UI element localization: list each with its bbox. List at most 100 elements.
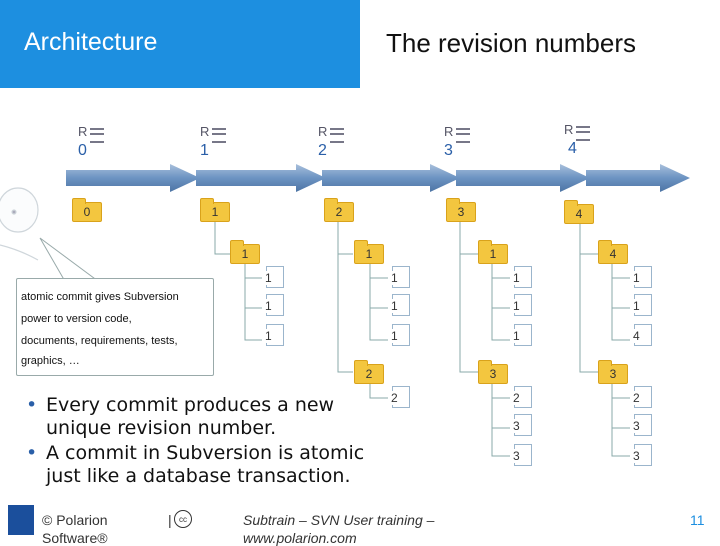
mascot-illustration bbox=[0, 187, 39, 261]
revision-marker-label: R bbox=[318, 124, 328, 139]
file-label: 3 bbox=[632, 449, 641, 463]
root-folder-2: 2 bbox=[324, 198, 354, 222]
arrow-segment-5 bbox=[586, 164, 690, 192]
copyright-text-line2: Software® bbox=[42, 530, 108, 546]
folder-label: 4 bbox=[575, 207, 583, 221]
root-folder-3: 3 bbox=[446, 198, 476, 222]
copyright-text: © Polarion bbox=[42, 512, 108, 528]
header-title-panel: Architecture bbox=[0, 0, 360, 88]
file-icon: 1 bbox=[632, 294, 652, 316]
file-label: 1 bbox=[512, 329, 521, 343]
file-icon: 1 bbox=[512, 324, 532, 346]
arrow-segment-4 bbox=[456, 164, 590, 192]
file-icon: 4 bbox=[632, 324, 652, 346]
file-icon: 1 bbox=[632, 266, 652, 288]
revision-marker-label: R bbox=[200, 124, 210, 139]
callout-line: power to version code, bbox=[21, 313, 132, 325]
lower-folder: 3 bbox=[598, 360, 628, 384]
revision-marker-2: R 2 bbox=[310, 118, 348, 164]
revision-marker-label: R bbox=[444, 124, 454, 139]
polarion-logo bbox=[8, 505, 34, 535]
revision-marker-label: R bbox=[564, 122, 574, 137]
file-label: 1 bbox=[632, 299, 641, 313]
bullet-list: Every commit produces a new unique revis… bbox=[22, 394, 402, 490]
file-icon: 3 bbox=[632, 444, 652, 466]
sub-folder: 4 bbox=[598, 240, 628, 264]
arrow-segment-1 bbox=[66, 164, 200, 192]
bullet-item: Every commit produces a new unique revis… bbox=[22, 394, 402, 440]
footer-separator: | bbox=[168, 512, 172, 528]
revision-marker-1: R 1 bbox=[192, 118, 230, 164]
file-label: 1 bbox=[390, 299, 399, 313]
lower-folder: 3 bbox=[478, 360, 508, 384]
folder-label: 1 bbox=[211, 205, 219, 219]
file-label: 1 bbox=[512, 271, 521, 285]
footer-subtitle-line2: www.polarion.com bbox=[243, 530, 357, 546]
creative-commons-icon: cc bbox=[174, 510, 192, 528]
revision-marker-label: R bbox=[78, 124, 88, 139]
revision-number: 1 bbox=[200, 142, 209, 159]
file-icon: 3 bbox=[512, 414, 532, 436]
file-icon: 1 bbox=[264, 294, 284, 316]
file-label: 2 bbox=[632, 391, 641, 405]
revision-marker-3: R 3 bbox=[436, 118, 474, 164]
callout-line: graphics, … bbox=[21, 355, 80, 367]
folder-label: 2 bbox=[365, 367, 373, 381]
folder-label: 1 bbox=[241, 247, 249, 261]
callout-line: atomic commit gives Subversion bbox=[21, 291, 179, 303]
sub-folder: 1 bbox=[478, 240, 508, 264]
root-folder-1: 1 bbox=[200, 198, 230, 222]
file-icon: 1 bbox=[512, 266, 532, 288]
file-label: 2 bbox=[512, 391, 521, 405]
file-icon: 2 bbox=[632, 386, 652, 408]
folder-label: 1 bbox=[489, 247, 497, 261]
revision-number: 2 bbox=[318, 142, 327, 159]
root-folder-0: 0 bbox=[72, 198, 102, 222]
file-icon: 2 bbox=[512, 386, 532, 408]
sub-folder: 1 bbox=[354, 240, 384, 264]
file-label: 1 bbox=[632, 271, 641, 285]
folder-label: 1 bbox=[365, 247, 373, 261]
revision-marker-0: R 0 bbox=[70, 118, 108, 164]
folder-label: 3 bbox=[489, 367, 497, 381]
revision-number: 0 bbox=[78, 142, 87, 159]
file-label: 3 bbox=[512, 449, 521, 463]
revision-number: 3 bbox=[444, 142, 453, 159]
footer-subtitle: Subtrain – SVN User training – bbox=[243, 512, 435, 528]
root-folder-4: 4 bbox=[564, 200, 594, 224]
sub-folder: 1 bbox=[230, 240, 260, 264]
arrow-segment-3 bbox=[322, 164, 460, 192]
file-icon: 1 bbox=[512, 294, 532, 316]
folder-label: 2 bbox=[335, 205, 343, 219]
folder-label: 3 bbox=[457, 205, 465, 219]
file-label: 1 bbox=[512, 299, 521, 313]
file-label: 3 bbox=[632, 419, 641, 433]
file-icon: 1 bbox=[264, 324, 284, 346]
file-label: 1 bbox=[264, 271, 273, 285]
arrow-segment-2 bbox=[196, 164, 326, 192]
slide-title: Architecture bbox=[24, 28, 158, 56]
folder-label: 4 bbox=[609, 247, 617, 261]
folder-label: 0 bbox=[83, 205, 91, 219]
file-icon: 3 bbox=[632, 414, 652, 436]
bullet-item: A commit in Subversion is atomic just li… bbox=[22, 442, 402, 488]
file-label: 3 bbox=[512, 419, 521, 433]
file-icon: 1 bbox=[390, 294, 410, 316]
callout-box: atomic commit gives Subversion power to … bbox=[16, 278, 214, 376]
revision-marker-4: R 4 bbox=[556, 116, 594, 162]
page-number: 11 bbox=[690, 512, 705, 528]
lower-folder: 2 bbox=[354, 360, 384, 384]
file-icon: 1 bbox=[390, 266, 410, 288]
file-label: 1 bbox=[390, 329, 399, 343]
file-icon: 3 bbox=[512, 444, 532, 466]
file-icon: 1 bbox=[390, 324, 410, 346]
folder-label: 3 bbox=[609, 367, 617, 381]
file-label: 1 bbox=[264, 299, 273, 313]
file-label: 4 bbox=[632, 329, 641, 343]
file-icon: 1 bbox=[264, 266, 284, 288]
callout-line: documents, requirements, tests, bbox=[21, 335, 178, 347]
revision-number: 4 bbox=[568, 140, 577, 157]
file-label: 1 bbox=[264, 329, 273, 343]
slide-subtitle: The revision numbers bbox=[386, 28, 636, 58]
